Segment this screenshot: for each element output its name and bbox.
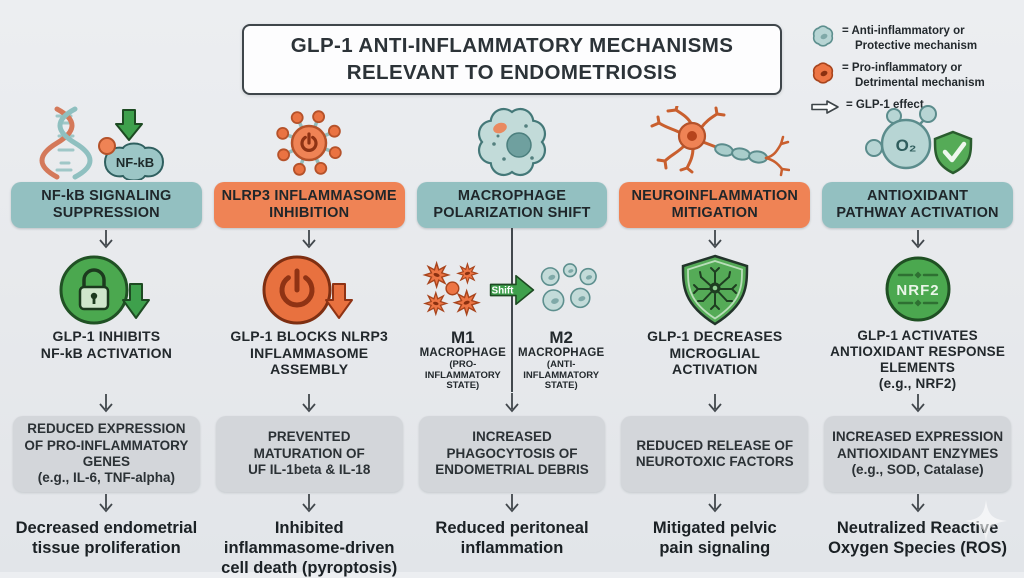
mechanism-text: GLP-1 BLOCKS NLRP3 INFLAMMASOME ASSEMBLY [230,328,388,378]
nfkb-label: NF-kB [116,155,154,170]
down-arrow-icon [503,492,521,516]
microglia-shield-icon [673,252,757,328]
down-arrow-icon [909,228,927,252]
neuron-icon [640,104,790,180]
sparkle-icon [964,499,1008,548]
final-effect-text: Reduced peritoneal inflammation [435,519,589,557]
m1-state: (PRO-INFLAMMATORY STATE) [424,358,501,392]
column-nlrp3-inhibition: NLRP3 INFLAMMASOME INHIBITION GLP-1 BLOC… [211,104,408,578]
outcome-box: PREVENTED MATURATION OF UF IL-1beta & IL… [215,416,403,492]
outcome-box: INCREASED PHAGOCYTOSIS OF ENDOMETRIAL DE… [418,416,606,492]
header-antioxidant-pathway-activation: ANTIOXIDANT PATHWAY ACTIVATION [822,182,1014,228]
final-effect-text: Mitigated pelvic pain signaling [652,519,777,557]
final-effect-text: Decreased endometrial tissue proliferati… [15,519,198,557]
header-nfkb-signaling-suppression: NF-kB SIGNALING SUPPRESSION [10,182,202,228]
legend-item-effect: = GLP-1 effect [810,98,1010,115]
macrophage-cell-icon [470,104,554,180]
nrf2-icon: NRF2 [880,252,956,328]
legend: = Anti-inflammatory or Protective mechan… [810,24,1010,122]
outcome-box: INCREASED EXPRESSION ANTIOXIDANT ENZYMES… [824,416,1012,492]
legend-item-pro: = Pro-inflammatory or Detrimental mechan… [810,61,1010,91]
down-arrow-icon [706,492,724,516]
m1-m2-shift-graphic: Shift [414,252,611,392]
dna-nfkb-icon: NF-kB [31,104,181,180]
shift-arrow-icon: Shift [489,274,535,306]
m1-title: M1 [450,328,475,347]
down-arrow-icon [909,392,927,416]
mechanism-text: GLP-1 DECREASES MICROGLIAL ACTIVATION [647,328,783,378]
column-nfkb-suppression: NF-kB NF-kB SIGNALING SUPPRESSION GLP-1 … [8,104,205,578]
page-title: GLP-1 ANTI-INFLAMMATORY MECHANISMS RELEV… [242,24,782,96]
m1-sub: MACROPHAGE [419,347,506,360]
header-neuroinflammation-mitigation: NEUROINFLAMMATION MITIGATION [619,182,811,228]
power-off-icon [259,252,359,328]
lock-icon [56,252,156,328]
m2-state: (ANTI-INFLAMMATORY STATE) [523,358,600,392]
legend-label: = Pro-inflammatory or Detrimental mechan… [842,61,985,89]
glp1-effect-arrow-icon [810,98,840,115]
header-macrophage-polarization-shift: MACROPHAGE POLARIZATION SHIFT [416,182,608,228]
m1-macrophage-label: M1 MACROPHAGE (PRO-INFLAMMATORY STATE) [414,328,512,392]
legend-label: = Anti-inflammatory or Protective mechan… [842,25,978,52]
outcome-box: REDUCED RELEASE OF NEUROTOXIC FACTORS [621,416,809,492]
down-arrow-icon [706,228,724,252]
legend-item-anti: = Anti-inflammatory or Protective mechan… [810,24,1010,54]
final-effect-text: Inhibited inflammasome-driven cell death… [221,519,398,577]
column-macrophage-polarization: MACROPHAGE POLARIZATION SHIFT [414,104,611,578]
pro-inflammatory-cell-icon [810,61,836,84]
oxygen-molecule-shield-icon: O₂ [858,104,978,180]
legend-label: = GLP-1 effect [846,98,924,111]
down-arrow-icon [300,228,318,252]
nlrp3-inflammasome-icon [267,104,351,180]
nrf2-label: NRF2 [896,282,939,299]
anti-inflammatory-cell-icon [810,24,836,47]
connector-line [503,228,521,252]
m2-macrophage-cells-icon [540,263,597,312]
m2-sub: MACROPHAGE [518,347,605,360]
mechanism-text: GLP-1 INHIBITS NF-kB ACTIVATION [40,328,173,361]
header-nlrp3-inflammasome-inhibition: NLRP3 INFLAMMASOME INHIBITION [213,182,405,228]
down-arrow-icon [300,492,318,516]
down-arrow-icon [909,492,927,516]
outcome-box: REDUCED EXPRESSION OF PRO-INFLAMMATORY G… [12,416,200,492]
down-arrow-icon [97,392,115,416]
column-neuroinflammation-mitigation: NEUROINFLAMMATION MITIGATION [616,104,813,578]
down-arrow-icon [97,492,115,516]
column-antioxidant-activation: O₂ ANTIOXIDANT PATHWAY ACTIVATION NRF2 G… [819,104,1016,578]
o2-label: O₂ [895,136,916,155]
mechanism-text: GLP-1 ACTIVATES ANTIOXIDANT RESPONSE ELE… [830,328,1006,391]
shift-label: Shift [491,286,514,297]
final-effect-text: Neutralized Reactive Oxygen Species (ROS… [828,519,1007,557]
down-arrow-icon [503,392,521,416]
m1-macrophage-cells-icon [422,260,481,317]
mechanism-columns: NF-kB NF-kB SIGNALING SUPPRESSION GLP-1 … [8,104,1016,578]
m2-macrophage-label: M2 MACROPHAGE (ANTI-INFLAMMATORY STATE) [512,328,610,392]
down-arrow-icon [300,392,318,416]
down-arrow-icon [706,392,724,416]
down-arrow-icon [97,228,115,252]
m2-title: M2 [549,328,573,347]
